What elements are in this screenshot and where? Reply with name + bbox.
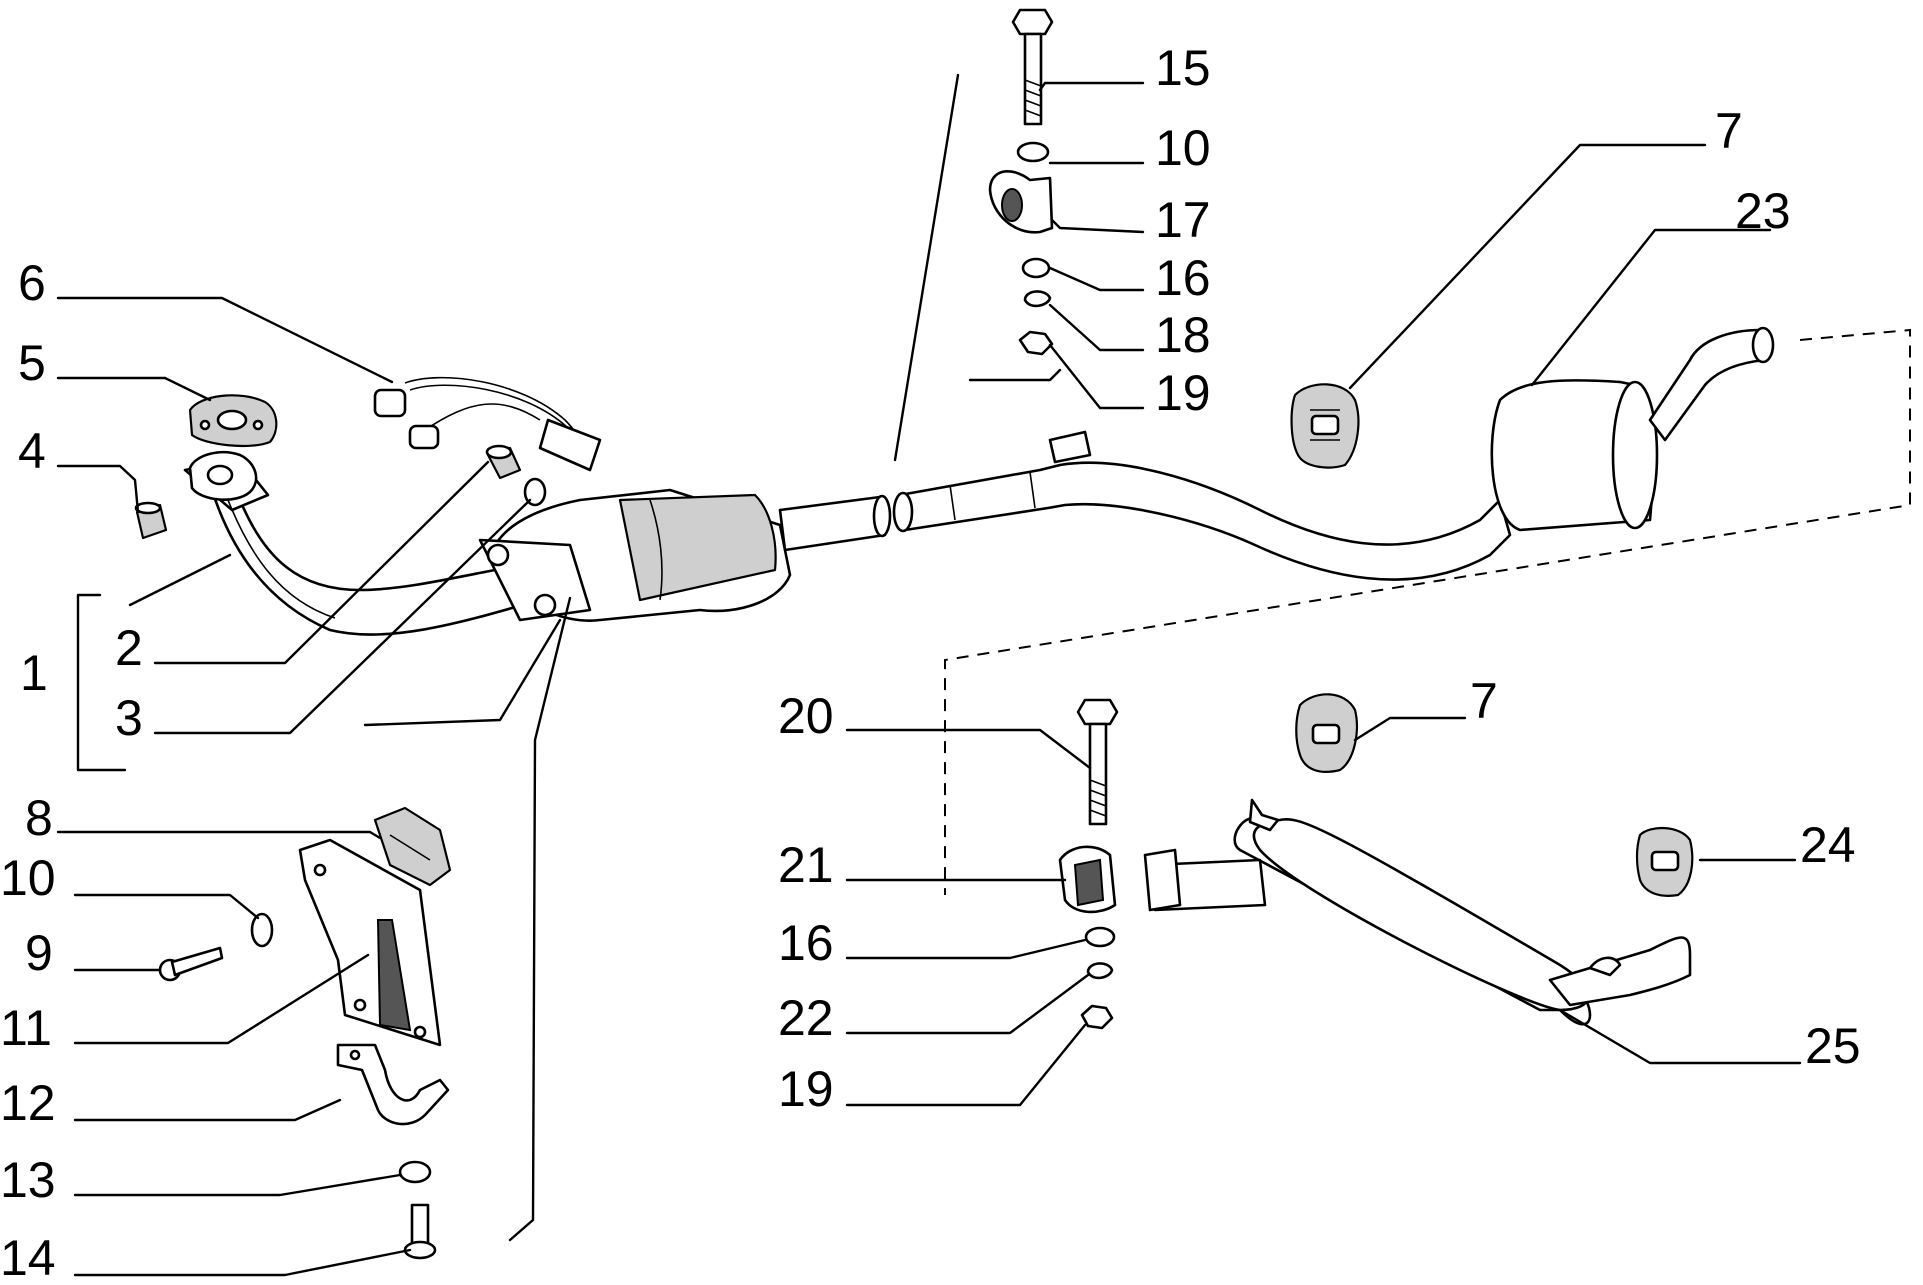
callout-5: 5 <box>18 335 46 391</box>
washer-16-bottom <box>1084 926 1116 948</box>
spring-washer-22 <box>1086 962 1114 980</box>
callout-23: 23 <box>1735 183 1791 239</box>
rubber-mount-7-bottom <box>1295 693 1358 773</box>
callout-11: 11 <box>0 1000 52 1056</box>
callout-17: 17 <box>1155 192 1211 248</box>
clamp-21 <box>1058 845 1117 914</box>
bolt-20 <box>1076 698 1119 826</box>
nut-19-top <box>1018 330 1054 356</box>
heat-shield-8 <box>373 806 452 887</box>
callout-6: 6 <box>18 255 46 311</box>
leader-lines <box>56 81 1802 1277</box>
connector-line <box>508 596 572 1242</box>
callout-20: 20 <box>778 688 834 744</box>
rear-silencer-25 <box>1143 798 1692 1026</box>
bolt-14 <box>403 1203 437 1260</box>
callout-12: 12 <box>0 1075 56 1131</box>
washer-10-top <box>1016 141 1050 163</box>
rear-silencer-23 <box>1490 326 1775 532</box>
nut-4 <box>134 501 168 540</box>
callout-7-bottom: 7 <box>1470 673 1498 729</box>
callout-13: 13 <box>0 1152 56 1208</box>
lambda-sensor <box>373 376 602 472</box>
group-bracket-1 <box>76 593 127 772</box>
callout-8: 8 <box>25 790 53 846</box>
clamp-17 <box>988 170 1054 234</box>
pointer-line-center <box>893 73 960 462</box>
callout-3: 3 <box>115 690 143 746</box>
callout-14: 14 <box>0 1230 56 1285</box>
washer-13 <box>398 1160 432 1184</box>
callout-19-bottom: 19 <box>778 1061 834 1117</box>
rubber-mount-24 <box>1635 827 1694 897</box>
callout-18: 18 <box>1155 307 1211 363</box>
spring-washer-18 <box>1023 290 1052 308</box>
bolt-9 <box>158 946 224 982</box>
callout-10-bottom: 10 <box>0 850 56 906</box>
rubber-mount-7-top <box>1290 383 1360 469</box>
callout-25: 25 <box>1805 1018 1861 1074</box>
callout-9: 9 <box>25 925 53 981</box>
washer-16-top <box>1021 257 1051 279</box>
callout-24: 24 <box>1800 817 1856 873</box>
callout-22: 22 <box>778 990 834 1046</box>
nut-2 <box>485 444 522 480</box>
callout-2: 2 <box>115 620 143 676</box>
callout-16-top: 16 <box>1155 250 1211 306</box>
callout-16-bottom: 16 <box>778 915 834 971</box>
catalytic-converter <box>478 488 892 622</box>
callout-1: 1 <box>20 645 48 701</box>
callout-7-top: 7 <box>1715 103 1743 159</box>
seal-ring-3 <box>523 477 547 507</box>
gasket-5 <box>188 394 278 448</box>
callout-15: 15 <box>1155 40 1211 96</box>
callout-4: 4 <box>18 423 46 479</box>
callout-10-top: 10 <box>1155 120 1211 176</box>
callout-21: 21 <box>778 837 834 893</box>
callout-labels: 1 2 3 4 5 6 7 7 8 9 10 10 11 12 13 14 15… <box>0 40 1861 1285</box>
manifold-flange <box>188 450 258 501</box>
callout-19-top: 19 <box>1155 365 1211 421</box>
clamp-12 <box>336 1043 450 1126</box>
intermediate-pipe <box>892 430 1512 581</box>
bolt-15 <box>1011 8 1054 126</box>
dashed-link <box>944 328 1911 895</box>
nut-19-bottom <box>1080 1004 1114 1030</box>
pointer-line-center-2 <box>968 368 1062 382</box>
washer-10-bottom <box>250 912 274 948</box>
bracket-11 <box>298 838 442 1047</box>
